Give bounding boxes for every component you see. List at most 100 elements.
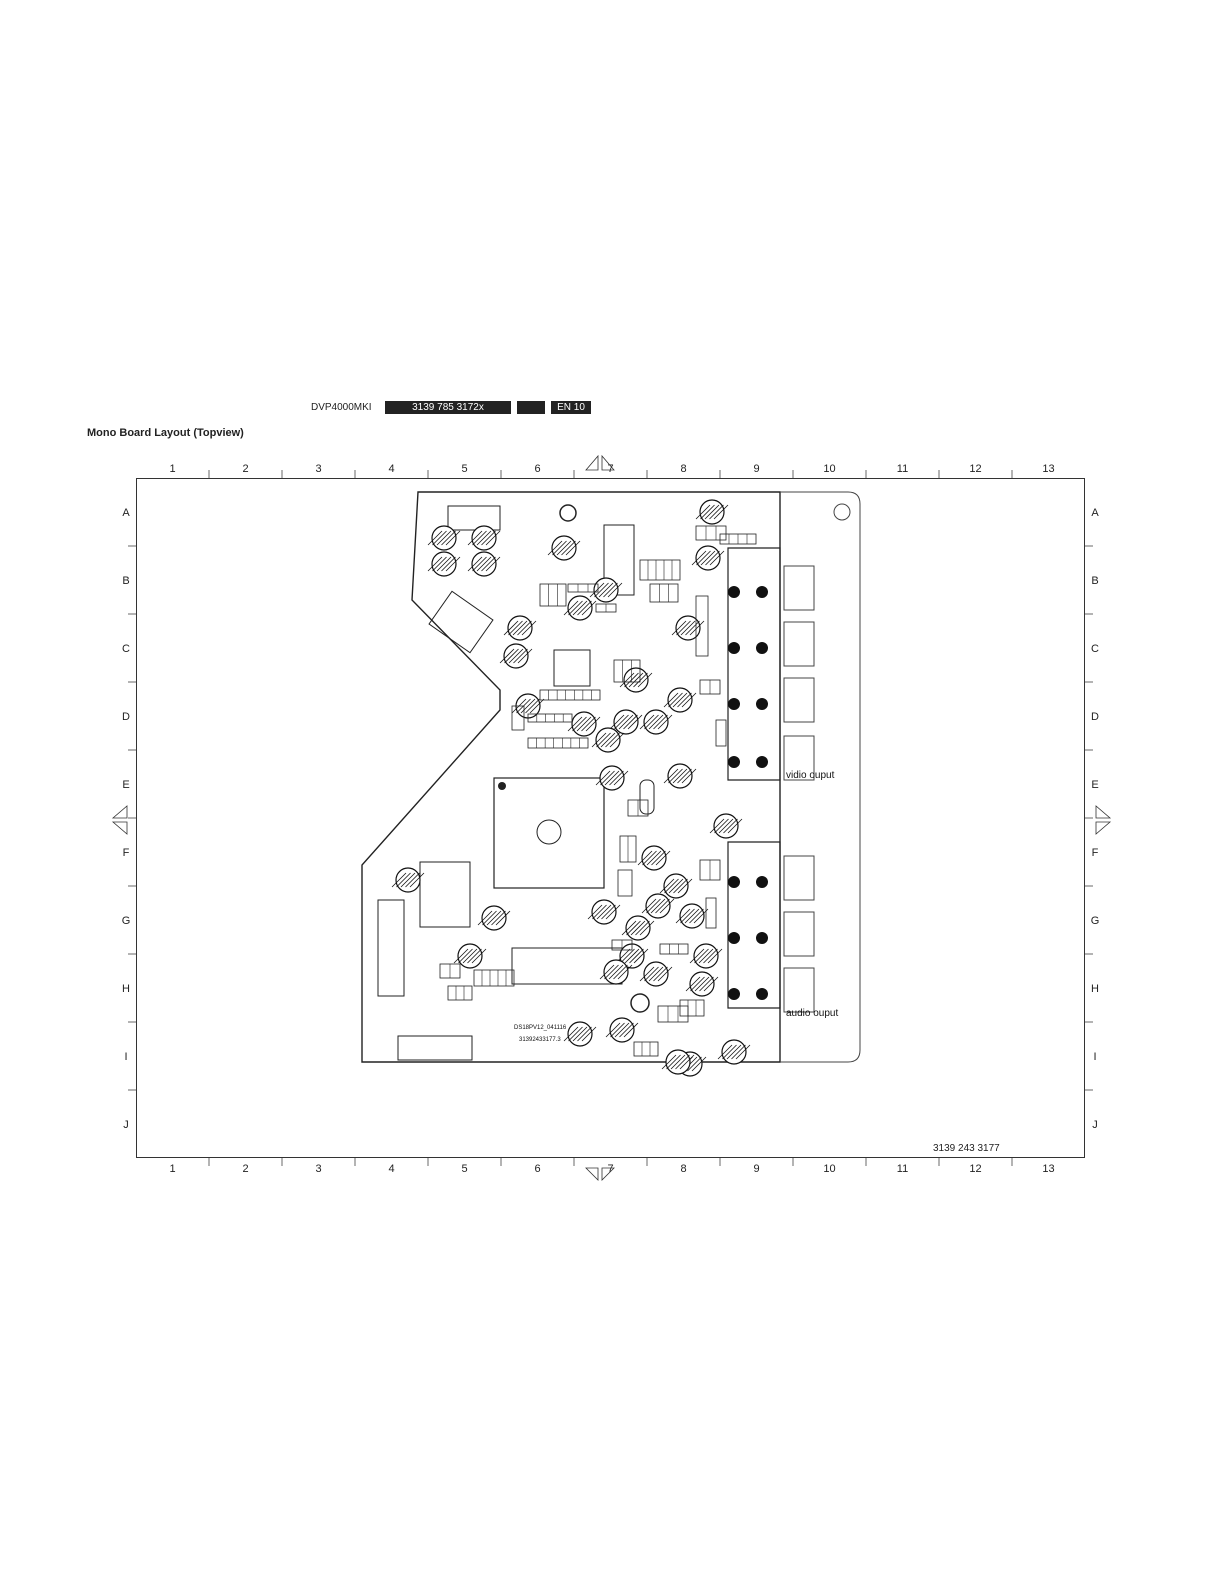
smd-pad <box>528 738 588 748</box>
smd-pad <box>540 584 566 606</box>
jack-pin <box>756 988 768 1000</box>
heatsink <box>429 591 493 652</box>
jack-housing <box>784 856 814 900</box>
column-label: 4 <box>388 1163 394 1175</box>
column-label: 5 <box>461 1163 467 1175</box>
audio-output-label: audio ouput <box>786 1008 838 1019</box>
smd-pad <box>658 1006 688 1022</box>
column-label: 11 <box>897 463 908 475</box>
smd-pad <box>696 526 726 540</box>
row-label: F <box>123 847 130 859</box>
jack-housing <box>784 678 814 722</box>
jack-pin <box>756 932 768 944</box>
jack-pin <box>756 642 768 654</box>
video-output-label: vidio ouput <box>786 770 835 781</box>
header-connector <box>448 506 500 530</box>
jack-pin <box>756 586 768 598</box>
smd-pad <box>634 1042 658 1056</box>
jack-housing <box>784 622 814 666</box>
column-label: 4 <box>388 463 394 475</box>
column-label: 8 <box>680 1163 686 1175</box>
column-label: 3 <box>315 1163 321 1175</box>
jack-pin <box>728 756 740 768</box>
smd-pad <box>618 870 632 896</box>
smd-pad <box>680 1000 704 1016</box>
column-label: 2 <box>242 1163 248 1175</box>
flex-connector <box>398 1036 472 1060</box>
row-label: B <box>1091 575 1098 587</box>
smd-pad <box>660 944 688 954</box>
jack-pin <box>756 698 768 710</box>
main-processor-chip <box>494 778 604 888</box>
column-label: 1 <box>169 463 175 475</box>
regulator <box>420 862 470 927</box>
jack-pin <box>728 876 740 888</box>
electrolytic-capacitors <box>392 500 750 1076</box>
row-label: H <box>122 983 130 995</box>
row-label: C <box>1091 643 1099 655</box>
row-label: F <box>1092 847 1099 859</box>
row-label: H <box>1091 983 1099 995</box>
jack-pin <box>728 586 740 598</box>
center-marker-icon <box>113 456 1110 1180</box>
jack-pin <box>728 698 740 710</box>
jack-pin <box>756 876 768 888</box>
pcb-code-1: DS18PV12_041116 <box>514 1025 567 1031</box>
smd-pad <box>448 986 472 1000</box>
column-label: 3 <box>315 463 321 475</box>
row-label: B <box>122 575 129 587</box>
jack-pin <box>728 642 740 654</box>
column-label: 2 <box>242 463 248 475</box>
column-label: 5 <box>461 463 467 475</box>
row-label: I <box>1093 1051 1096 1063</box>
row-label: A <box>1091 507 1099 519</box>
column-label: 13 <box>1042 463 1054 475</box>
jack-housing <box>784 968 814 1012</box>
rca-jacks <box>728 566 814 1012</box>
row-labels-right: A B C D E F G H I J <box>1091 507 1100 1131</box>
smd-pad <box>650 584 678 602</box>
column-label: 13 <box>1042 1163 1054 1175</box>
column-label: 12 <box>969 1163 981 1175</box>
mounting-hole-icon <box>631 994 649 1012</box>
pcb-outline <box>362 492 780 1062</box>
row-label: E <box>1091 779 1098 791</box>
column-label: 6 <box>534 1163 540 1175</box>
column-label: 11 <box>897 1163 908 1175</box>
power-connector <box>378 900 404 996</box>
row-label: G <box>122 915 131 927</box>
audio-connector-block <box>728 842 780 1008</box>
smd-pad <box>540 690 600 700</box>
jack-pin <box>756 756 768 768</box>
row-label: I <box>124 1051 127 1063</box>
column-label: 9 <box>753 1163 759 1175</box>
column-label: 10 <box>823 463 835 475</box>
pcb-code-2: 31392433177.3 <box>519 1037 561 1043</box>
jack-pin <box>728 988 740 1000</box>
column-label: 12 <box>969 463 981 475</box>
column-labels-top: 12345678910111213 <box>169 463 1054 475</box>
smd-pad <box>474 970 514 986</box>
row-label: G <box>1091 915 1100 927</box>
column-label: 10 <box>823 1163 835 1175</box>
smd-pad <box>716 720 726 746</box>
row-label: E <box>122 779 129 791</box>
row-label: A <box>122 507 130 519</box>
video-connector-block <box>728 548 780 780</box>
column-label: 1 <box>169 1163 175 1175</box>
row-label: D <box>1091 711 1099 723</box>
row-label: C <box>122 643 130 655</box>
jack-pin <box>728 932 740 944</box>
jack-housing <box>784 566 814 610</box>
crystal <box>640 780 654 814</box>
drawing-number: 3139 243 3177 <box>933 1143 1000 1154</box>
jack-housing <box>784 912 814 956</box>
smd-pad <box>640 560 680 580</box>
row-label: J <box>1092 1119 1098 1131</box>
column-label: 6 <box>534 463 540 475</box>
smd-pad <box>706 898 716 928</box>
column-label: 9 <box>753 463 759 475</box>
mounting-hole-icon <box>560 505 576 521</box>
